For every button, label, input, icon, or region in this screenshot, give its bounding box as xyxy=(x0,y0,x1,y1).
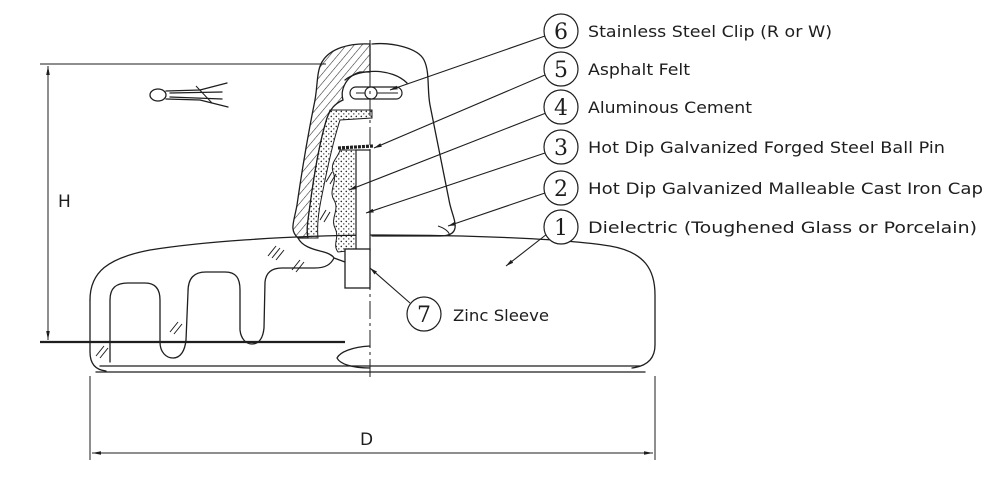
callout-circle xyxy=(543,13,579,49)
leader-line-7 xyxy=(369,267,411,304)
callout-circle xyxy=(406,296,442,332)
leader-line-4 xyxy=(348,112,547,191)
callout-number: 3 xyxy=(554,136,568,161)
leader-line-2 xyxy=(447,192,546,227)
diameter-label: D xyxy=(360,430,373,450)
aluminous-cement-inner xyxy=(331,149,357,253)
callout-circle xyxy=(543,89,579,125)
leader-line-3 xyxy=(365,152,546,214)
leader-line-1 xyxy=(505,233,548,267)
callout-4: 4 Aluminous Cement xyxy=(543,89,752,125)
ball-pin xyxy=(355,149,371,251)
leader-lines xyxy=(348,35,548,304)
height-label: H xyxy=(58,192,71,212)
callout-label: Dielectric (Toughened Glass or Porcelain… xyxy=(588,218,977,237)
callout-2: 2 Hot Dip Galvanized Malleable Cast Iron… xyxy=(543,170,983,206)
callout-circle xyxy=(543,51,579,87)
callout-number: 4 xyxy=(554,96,568,121)
callout-label: Hot Dip Galvanized Malleable Cast Iron C… xyxy=(588,179,983,198)
callout-number: 6 xyxy=(554,20,568,45)
leader-line-6 xyxy=(389,35,546,91)
height-dimension: H xyxy=(40,63,326,340)
callout-number: 5 xyxy=(554,58,568,83)
callout-label: Hot Dip Galvanized Forged Steel Ball Pin xyxy=(588,138,945,157)
zinc-sleeve xyxy=(344,248,371,289)
callout-label: Zinc Sleeve xyxy=(453,306,549,325)
callout-number: 7 xyxy=(417,303,431,328)
callout-label: Stainless Steel Clip (R or W) xyxy=(588,22,832,41)
callout-6: 6 Stainless Steel Clip (R or W) xyxy=(543,13,832,49)
callout-1: 1 Dielectric (Toughened Glass or Porcela… xyxy=(543,209,977,245)
callout-circle xyxy=(543,209,579,245)
callout-circle xyxy=(543,170,579,206)
leader-line-5 xyxy=(373,74,546,149)
callout-circle xyxy=(543,129,579,165)
callout-7: 7 Zinc Sleeve xyxy=(406,296,549,332)
r-clip-detail-icon xyxy=(149,82,229,108)
asphalt-felt xyxy=(337,144,374,150)
callout-label: Aluminous Cement xyxy=(588,98,752,117)
callout-3: 3 Hot Dip Galvanized Forged Steel Ball P… xyxy=(543,129,945,165)
callout-number: 2 xyxy=(554,177,568,202)
callout-5: 5 Asphalt Felt xyxy=(543,51,690,87)
aluminous-cement-outer xyxy=(306,109,373,239)
stainless-steel-clip xyxy=(349,86,403,100)
callout-label: Asphalt Felt xyxy=(588,60,690,79)
diameter-dimension: D xyxy=(89,376,656,460)
callout-number: 1 xyxy=(554,216,568,241)
